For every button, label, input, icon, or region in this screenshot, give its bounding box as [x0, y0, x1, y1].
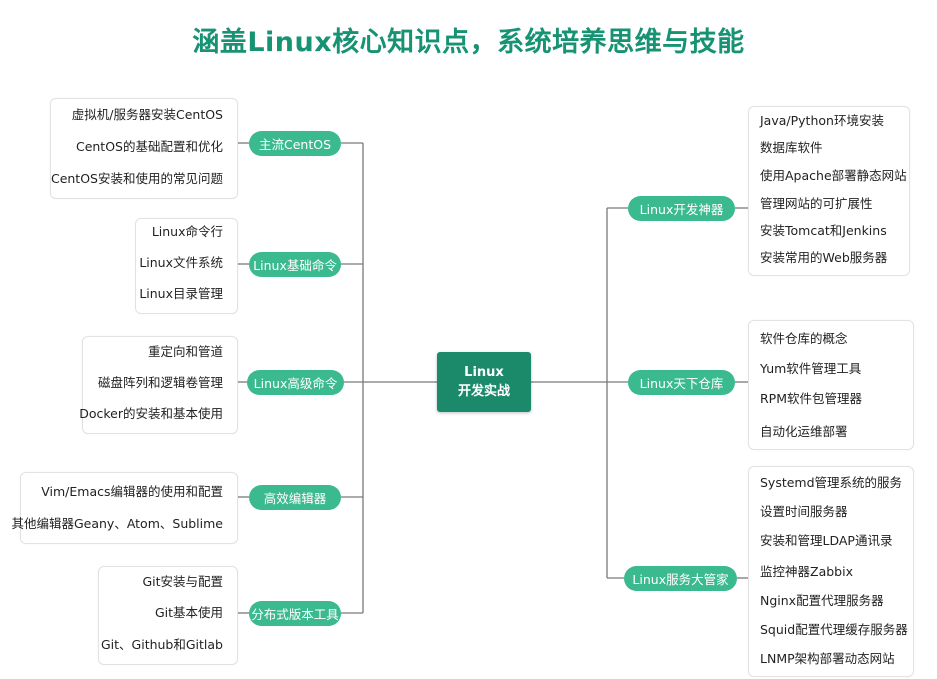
leaf-item: 安装常用的Web服务器 — [760, 250, 888, 265]
right-item-panel — [748, 320, 914, 450]
left-item-panel — [135, 218, 238, 314]
leaf-item: CentOS安装和使用的常见问题 — [50, 171, 223, 186]
leaf-item: 数据库软件 — [760, 140, 823, 155]
leaf-item: 虚拟机/服务器安装CentOS — [71, 107, 223, 122]
topic-node-left: Linux高级命令 — [247, 369, 344, 395]
topic-node-left: 高效编辑器 — [249, 484, 341, 510]
leaf-item: Linux文件系统 — [139, 255, 223, 270]
left-item-panel — [98, 566, 238, 665]
topic-node-right: Linux开发神器 — [628, 195, 735, 221]
leaf-item: 监控神器Zabbix — [760, 564, 853, 579]
leaf-item: RPM软件包管理器 — [760, 391, 863, 406]
left-item-panel — [20, 472, 238, 544]
topic-node-left: 主流CentOS — [249, 130, 341, 156]
leaf-item: 使用Apache部署静态网站 — [760, 168, 907, 183]
leaf-item: Nginx配置代理服务器 — [760, 593, 884, 608]
leaf-item: Git、Github和Gitlab — [100, 637, 223, 652]
topic-node-left: 分布式版本工具 — [249, 600, 341, 626]
leaf-item: 安装和管理LDAP通讯录 — [760, 533, 893, 548]
leaf-item: 其他编辑器Geany、Atom、Sublime — [11, 516, 223, 531]
leaf-item: 安装Tomcat和Jenkins — [760, 223, 887, 238]
leaf-item: Yum软件管理工具 — [760, 361, 862, 376]
leaf-item: Docker的安装和基本使用 — [79, 406, 223, 421]
left-item-panel — [50, 98, 238, 199]
leaf-item: Vim/Emacs编辑器的使用和配置 — [41, 484, 223, 499]
leaf-item: 自动化运维部署 — [760, 424, 848, 439]
leaf-item: Squid配置代理缓存服务器 — [760, 622, 908, 637]
leaf-item: Linux命令行 — [151, 224, 223, 239]
leaf-item: 软件仓库的概念 — [760, 331, 848, 346]
leaf-item: Java/Python环境安装 — [760, 113, 884, 128]
right-item-panel — [748, 106, 910, 276]
leaf-item: 磁盘阵列和逻辑卷管理 — [97, 375, 223, 390]
left-item-panel — [82, 336, 238, 434]
center-label-line1: Linux — [464, 365, 504, 380]
leaf-item: CentOS的基础配置和优化 — [75, 139, 223, 154]
leaf-item: Linux目录管理 — [139, 286, 223, 301]
topic-node-left: Linux基础命令 — [249, 251, 341, 277]
topic-node-right: Linux天下仓库 — [628, 369, 735, 395]
leaf-item: Git基本使用 — [154, 605, 223, 620]
leaf-item: 重定向和管道 — [147, 344, 223, 359]
center-label-line2: 开发实战 — [457, 384, 510, 399]
leaf-item: 管理网站的可扩展性 — [760, 196, 873, 211]
leaf-item: Systemd管理系统的服务 — [760, 475, 903, 490]
leaf-item: LNMP架构部署动态网站 — [760, 651, 895, 666]
leaf-item: 设置时间服务器 — [760, 504, 848, 519]
center-node: Linux 开发实战 — [437, 352, 531, 412]
right-item-panel — [748, 466, 914, 677]
topic-node-right: Linux服务大管家 — [624, 565, 737, 591]
leaf-item: Git安装与配置 — [142, 574, 223, 589]
page-title: 涵盖Linux核心知识点，系统培养思维与技能 — [192, 27, 745, 58]
